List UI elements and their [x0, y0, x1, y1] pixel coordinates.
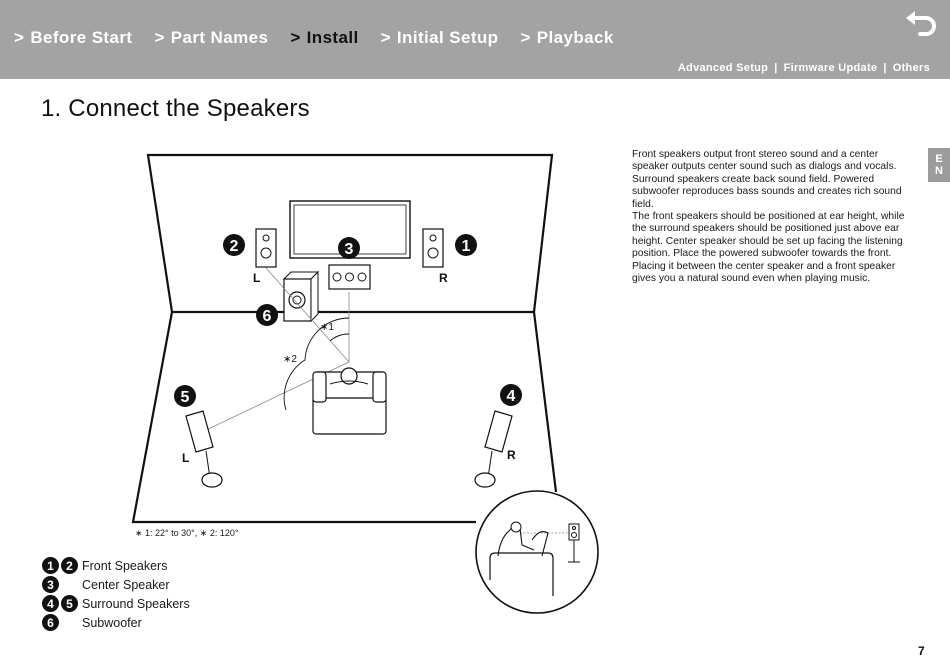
badge-number: 2 — [230, 238, 239, 255]
room-diagram-svg: ∗1 ∗2 L R L R 2 — [131, 153, 599, 614]
legend-row-center: 3 Center Speaker — [42, 575, 190, 594]
nav-label: Before Start — [30, 28, 133, 47]
front-angle-line — [265, 267, 350, 363]
nav-chevron: > — [14, 28, 25, 47]
nav-label: Playback — [536, 28, 614, 47]
back-button[interactable] — [904, 8, 938, 36]
lang-letter: E — [935, 153, 943, 165]
nav-chevron: > — [290, 28, 301, 47]
language-tab: E N — [928, 148, 950, 182]
subwoofer-icon — [282, 270, 320, 323]
subnav-separator: | — [883, 62, 887, 74]
badge-front-right: 1 — [455, 234, 477, 256]
badge-surround-left: 5 — [174, 385, 196, 407]
legend-row-surround: 4 5 Surround Speakers — [42, 594, 190, 613]
badge-number: 3 — [345, 241, 354, 258]
description-paragraph: Front speakers output front stereo sound… — [632, 149, 902, 210]
right-wall-edge — [532, 311, 558, 493]
nav-initial-setup[interactable]: > Initial Setup — [381, 28, 499, 48]
legend-label: Front Speakers — [82, 558, 168, 573]
angle-footnote: ∗ 1: 22° to 30°, ∗ 2: 120° — [135, 528, 239, 538]
subnav-separator: | — [774, 62, 778, 74]
description-text: Front speakers output front stereo sound… — [632, 149, 912, 285]
angle-label-2: ∗2 — [283, 354, 297, 365]
front-right-speaker-icon — [422, 228, 444, 268]
page-title: 1. Connect the Speakers — [41, 95, 310, 122]
header-bar: > Before Start > Part Names > Install > Init… — [0, 0, 950, 79]
surround-left-speaker-icon — [185, 410, 223, 488]
badge-subwoofer: 6 — [256, 304, 278, 326]
nav-part-names[interactable]: > Part Names — [154, 28, 268, 48]
lang-letter: N — [935, 165, 943, 177]
nav-before-start[interactable]: > Before Start — [14, 28, 132, 48]
badge-center: 3 — [338, 237, 360, 259]
center-speaker-icon — [328, 264, 371, 290]
sub-nav: Advanced Setup | Firmware Update | Other… — [678, 62, 930, 74]
room-floor-edge — [131, 311, 476, 524]
legend-label: Surround Speakers — [82, 596, 190, 611]
description-paragraph: The front speakers should be positioned … — [632, 211, 905, 285]
badge-number: 1 — [462, 238, 471, 255]
front-left-label: L — [253, 271, 260, 285]
legend-row-front: 1 2 Front Speakers — [42, 556, 190, 575]
nav-playback[interactable]: > Playback — [520, 28, 613, 48]
angle-label-1: ∗1 — [320, 322, 334, 333]
angle-arc-1 — [329, 333, 350, 342]
legend-label: Center Speaker — [82, 577, 170, 592]
legend-badge: 2 — [61, 557, 78, 574]
angle-arc-2 — [283, 317, 350, 411]
surround-right-label: R — [507, 448, 516, 462]
page-number: 7 — [918, 644, 925, 658]
subnav-advanced-setup[interactable]: Advanced Setup — [677, 62, 769, 74]
nav-install[interactable]: > Install — [290, 28, 358, 48]
surround-right-speaker-icon — [474, 410, 513, 488]
legend-badge: 1 — [42, 557, 59, 574]
return-arrow-icon — [906, 11, 936, 36]
sofa-icon — [312, 367, 387, 435]
nav-chevron: > — [154, 28, 165, 47]
nav-chevron: > — [380, 28, 391, 47]
side-view-inset — [475, 490, 599, 614]
nav-label: Initial Setup — [396, 28, 499, 47]
legend-badge: 3 — [42, 576, 59, 593]
badge-surround-right: 4 — [500, 384, 522, 406]
subnav-firmware-update[interactable]: Firmware Update — [783, 62, 878, 74]
surround-left-label: L — [182, 451, 189, 465]
front-left-speaker-icon — [255, 228, 277, 268]
subnav-others[interactable]: Others — [892, 62, 930, 74]
badge-number: 6 — [263, 308, 272, 325]
nav-label: Install — [306, 28, 359, 47]
nav-label: Part Names — [170, 28, 269, 47]
badge-number: 5 — [181, 389, 190, 406]
badge-number: 4 — [507, 388, 516, 405]
legend-badge: 6 — [42, 614, 59, 631]
legend-row-subwoofer: 6 Subwoofer — [42, 613, 190, 632]
legend-badge: 4 — [42, 595, 59, 612]
nav-chevron: > — [520, 28, 531, 47]
speaker-legend: 1 2 Front Speakers 3 Center Speaker 4 5 … — [42, 556, 190, 632]
legend-badge: 5 — [61, 595, 78, 612]
main-nav: > Before Start > Part Names > Install > Init… — [14, 28, 614, 48]
front-right-label: R — [439, 271, 448, 285]
badge-front-left: 2 — [223, 234, 245, 256]
legend-label: Subwoofer — [82, 615, 142, 630]
speaker-layout-diagram: ∗1 ∗2 L R L R 2 — [130, 150, 610, 625]
